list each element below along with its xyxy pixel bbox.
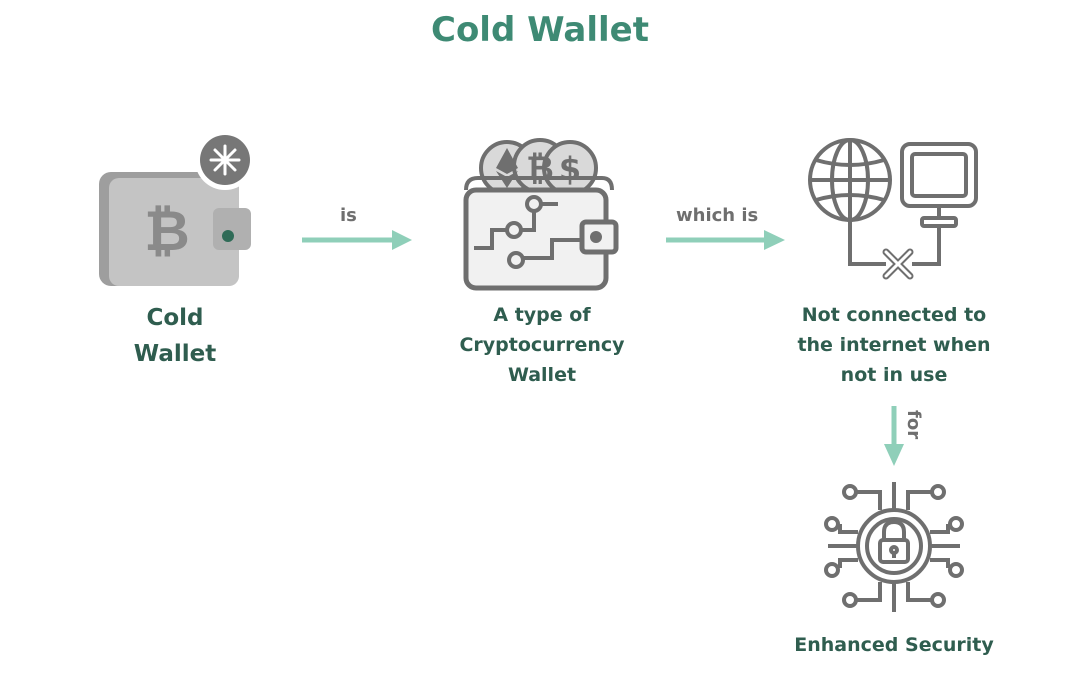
crypto-wallet-label-line2: Cryptocurrency <box>459 334 625 356</box>
arrow-which-is <box>666 230 785 250</box>
cold-wallet-label-line1: Cold <box>146 305 204 331</box>
svg-text:$: $ <box>559 150 581 188</box>
security-label: Enhanced Security <box>794 634 994 656</box>
cold-wallet-label: Cold Wallet <box>95 300 255 372</box>
offline-label: Not connected to the internet when not i… <box>782 300 1006 390</box>
arrow-which-is-label: which is <box>676 205 759 226</box>
offline-label-line1: Not connected to <box>801 304 987 326</box>
arrow-is-label: is <box>340 205 357 226</box>
diagram-title: Cold Wallet <box>431 10 649 50</box>
arrow-for <box>884 406 904 466</box>
offline-globe-computer-icon <box>808 138 978 280</box>
cold-wallet-label-line2: Wallet <box>133 341 217 367</box>
cold-wallet-icon: ₿ <box>99 130 255 286</box>
crypto-wallet-label-line3: Wallet <box>507 364 577 386</box>
svg-text:₿: ₿ <box>144 199 190 264</box>
crypto-wallet-label-line1: A type of <box>493 304 591 326</box>
arrow-is <box>302 230 412 250</box>
offline-label-line3: not in use <box>840 364 948 386</box>
offline-label-line2: the internet when <box>797 334 991 356</box>
svg-text:₿: ₿ <box>526 149 554 189</box>
crypto-wallet-label: A type of Cryptocurrency Wallet <box>432 300 652 390</box>
arrow-for-label: for <box>903 410 924 440</box>
security-lock-circuit-icon <box>824 482 964 612</box>
crypto-wallet-icon: ₿ $ <box>463 138 619 291</box>
